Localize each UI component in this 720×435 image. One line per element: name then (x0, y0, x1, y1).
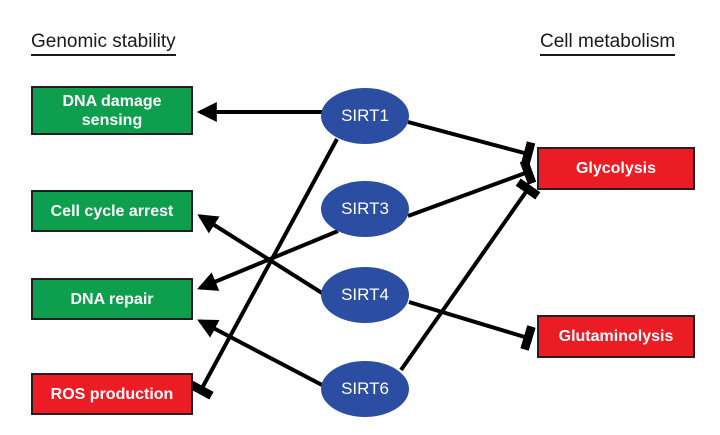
edge-sirt4-inhibits-glutaminolysis (408, 300, 536, 351)
outcome-box-dna-repair[interactable]: DNA repair (31, 278, 193, 320)
edge-sirt3-inhibits-glycolysis (407, 159, 537, 218)
sirtuin-node-sirt4[interactable]: SIRT4 (321, 267, 409, 323)
edge-sirt3-to-dna-repair (197, 229, 339, 291)
section-header-cell-metabolism: Cell metabolism (540, 32, 676, 56)
outcome-box-glutaminolysis[interactable]: Glutaminolysis (537, 315, 695, 358)
sirtuin-node-label: SIRT3 (341, 199, 389, 218)
outcome-box-ros-production[interactable]: ROS production (31, 373, 193, 415)
edge-sirt1-inhibits-ros-production (188, 138, 339, 400)
sirtuin-node-sirt3[interactable]: SIRT3 (321, 181, 409, 237)
sirtuin-node-label: SIRT4 (341, 285, 389, 304)
sirtuin-node-label: SIRT6 (341, 379, 389, 398)
outcome-box-label: Cell cycle arrest (50, 202, 174, 220)
edge-sirt6-inhibits-glycolysis (399, 178, 541, 372)
sirtuin-node-sirt6[interactable]: SIRT6 (321, 361, 409, 417)
outcome-box-dna-damage-sensing[interactable]: DNA damage sensing (31, 86, 193, 135)
outcome-box-glycolysis[interactable]: Glycolysis (537, 147, 695, 190)
edge-sirt4-to-cell-cycle-arrest (197, 214, 324, 295)
outcome-box-label: ROS production (50, 385, 174, 403)
outcome-box-cell-cycle-arrest[interactable]: Cell cycle arrest (31, 190, 193, 232)
edge-sirt6-to-dna-repair (197, 319, 323, 387)
outcome-box-label: DNA damage sensing (62, 92, 162, 129)
sirtuin-node-label: SIRT1 (341, 106, 389, 125)
outcome-box-label: Glutaminolysis (558, 328, 674, 345)
edge-sirt1-inhibits-glycolysis (407, 120, 536, 167)
sirtuin-node-sirt1[interactable]: SIRT1 (321, 88, 409, 144)
outcome-box-label: DNA repair (70, 290, 154, 308)
outcome-box-label: Glycolysis (575, 160, 657, 177)
section-header-genomic-stability: Genomic stability (31, 32, 176, 56)
